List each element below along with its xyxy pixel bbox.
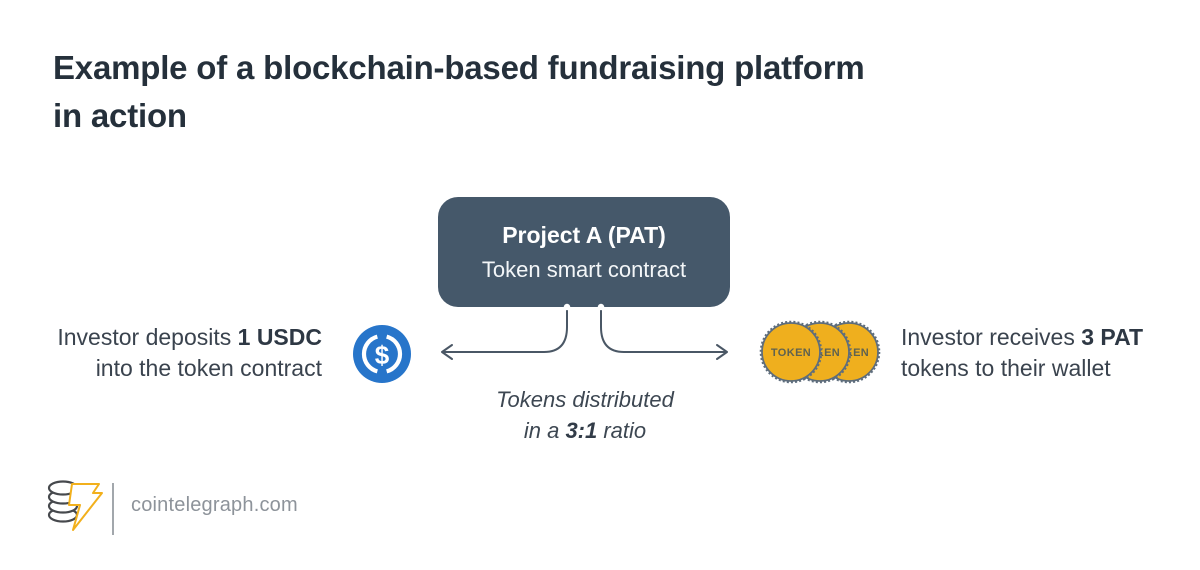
deposit-amount: 1 USDC (237, 324, 322, 350)
ratio-prefix: in a (523, 418, 566, 443)
connector-dot-left (563, 303, 571, 311)
page-title-line2: in action (53, 97, 187, 134)
contract-box-title: Project A (PAT) (502, 221, 666, 248)
receive-amount: 3 PAT (1081, 324, 1144, 350)
ratio-suffix: ratio (597, 418, 647, 443)
site-url: cointelegraph.com (131, 494, 298, 516)
token-coin-1-label: TOKEN (771, 347, 811, 359)
lightning-bolt-icon (68, 483, 103, 531)
cointelegraph-logo-icon (47, 480, 103, 531)
receive-prefix: Investor receives (901, 324, 1082, 350)
receive-line2: tokens to their wallet (901, 355, 1111, 381)
pat-token-coins-icon: TOKEN TOKEN TOKEN (759, 320, 881, 384)
token-contract-box: Project A (PAT) Token smart contract (438, 197, 730, 307)
right-connector-path (600, 308, 727, 353)
deposit-line2: into the token contract (95, 355, 322, 381)
contract-box-subtitle: Token smart contract (481, 256, 687, 282)
deposit-line1: Investor deposits 1 USDC (57, 322, 322, 353)
left-arrowhead-icon (441, 344, 453, 360)
right-arrowhead-icon (716, 344, 728, 360)
connector-dot-right (597, 303, 605, 311)
ratio-value: 3:1 (565, 418, 598, 443)
receive-line1: Investor receives 3 PAT (901, 322, 1143, 353)
ratio-caption-line1: Tokens distributed (496, 387, 674, 412)
ratio-caption-line2: in a 3:1 ratio (435, 415, 735, 446)
receive-text: Investor receives 3 PAT tokens to their … (901, 322, 1143, 384)
deposit-prefix: Investor deposits (57, 324, 238, 350)
distribution-arrows (441, 303, 728, 360)
token-coin-1: TOKEN (759, 320, 823, 384)
page-title-line1: Example of a blockchain-based fundraisin… (53, 49, 865, 86)
footer-divider (112, 483, 114, 535)
page-title: Example of a blockchain-based fundraisin… (53, 44, 865, 140)
usdc-dollar-symbol: $ (375, 340, 390, 370)
usdc-icon: $ (353, 325, 411, 383)
left-connector-path (442, 308, 568, 353)
ratio-caption: Tokens distributed in a 3:1 ratio (435, 384, 735, 446)
deposit-text: Investor deposits 1 USDC into the token … (57, 322, 322, 384)
